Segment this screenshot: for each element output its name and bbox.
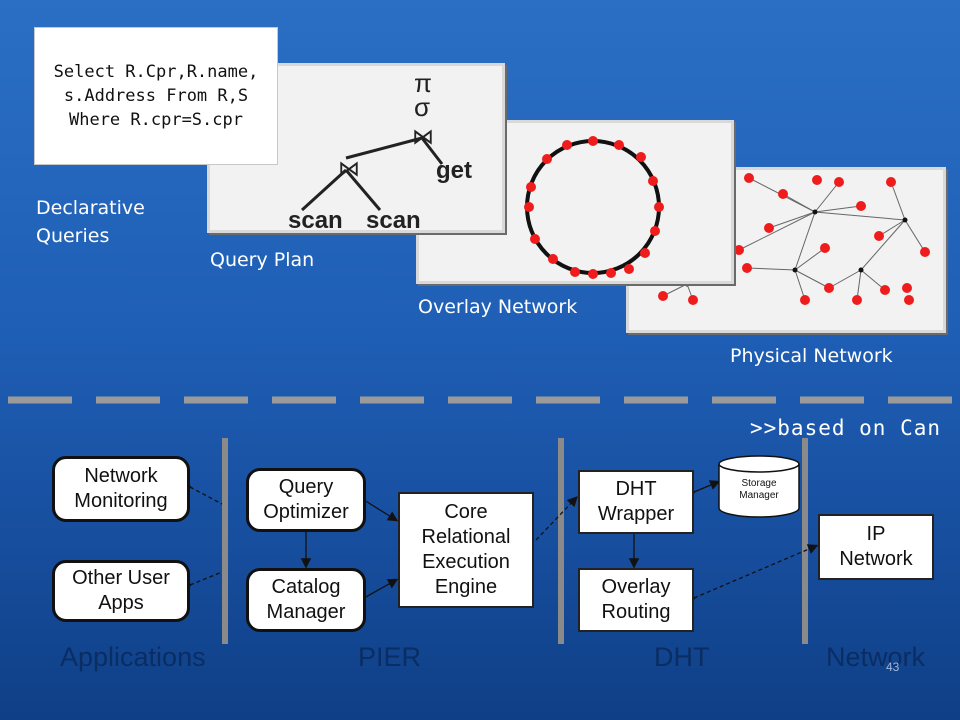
- physical-network-graph: [658, 173, 930, 305]
- query-plan-tree: π σ ⋈ ⋈ get scan scan: [288, 68, 472, 230]
- network-monitoring-box: Network Monitoring: [52, 456, 190, 522]
- storage-manager-cylinder: [718, 455, 800, 518]
- get-operator: get: [436, 157, 472, 184]
- sql-query-text: Select R.Cpr,R.name, s.Address From R,S …: [53, 62, 259, 130]
- physical-network-caption: Physical Network: [730, 345, 893, 367]
- overlay-network-caption: Overlay Network: [418, 296, 578, 318]
- join-operator-top: ⋈: [412, 124, 434, 149]
- dht-layer-label: DHT: [654, 642, 710, 672]
- storage-manager-label: Storage Manager: [739, 478, 779, 501]
- slide-number: 43: [886, 660, 900, 674]
- overlay-ring: [524, 136, 664, 279]
- based-on-can-note: >>based on Can: [750, 416, 942, 440]
- network-layer-label: Network: [826, 642, 926, 672]
- sigma-operator: σ: [414, 92, 430, 122]
- separator-pier-dht: [558, 438, 564, 644]
- separator-apps-pier: [222, 438, 228, 644]
- pier-layer-label: PIER: [358, 642, 422, 672]
- separator-dht-network: [802, 438, 808, 644]
- overlay-routing-box: Overlay Routing: [578, 568, 694, 632]
- pi-operator: π: [414, 68, 432, 98]
- applications-layer-label: Applications: [60, 642, 206, 672]
- scan-operator-right: scan: [366, 207, 421, 230]
- query-plan-caption: Query Plan: [210, 249, 315, 271]
- join-operator-left: ⋈: [338, 156, 360, 181]
- other-user-apps-box: Other User Apps: [52, 560, 190, 622]
- scan-operator-left: scan: [288, 207, 343, 230]
- dht-wrapper-box: DHT Wrapper: [578, 470, 694, 534]
- core-relational-execution-engine-box: Core Relational Execution Engine: [398, 492, 534, 608]
- catalog-manager-box: Catalog Manager: [246, 568, 366, 632]
- declarative-queries-caption: Declarative Queries: [36, 197, 145, 247]
- sql-query-box: Select R.Cpr,R.name, s.Address From R,S …: [34, 27, 278, 165]
- query-optimizer-box: Query Optimizer: [246, 468, 366, 532]
- dashed-divider: [8, 396, 960, 404]
- ip-network-box: IP Network: [818, 514, 934, 580]
